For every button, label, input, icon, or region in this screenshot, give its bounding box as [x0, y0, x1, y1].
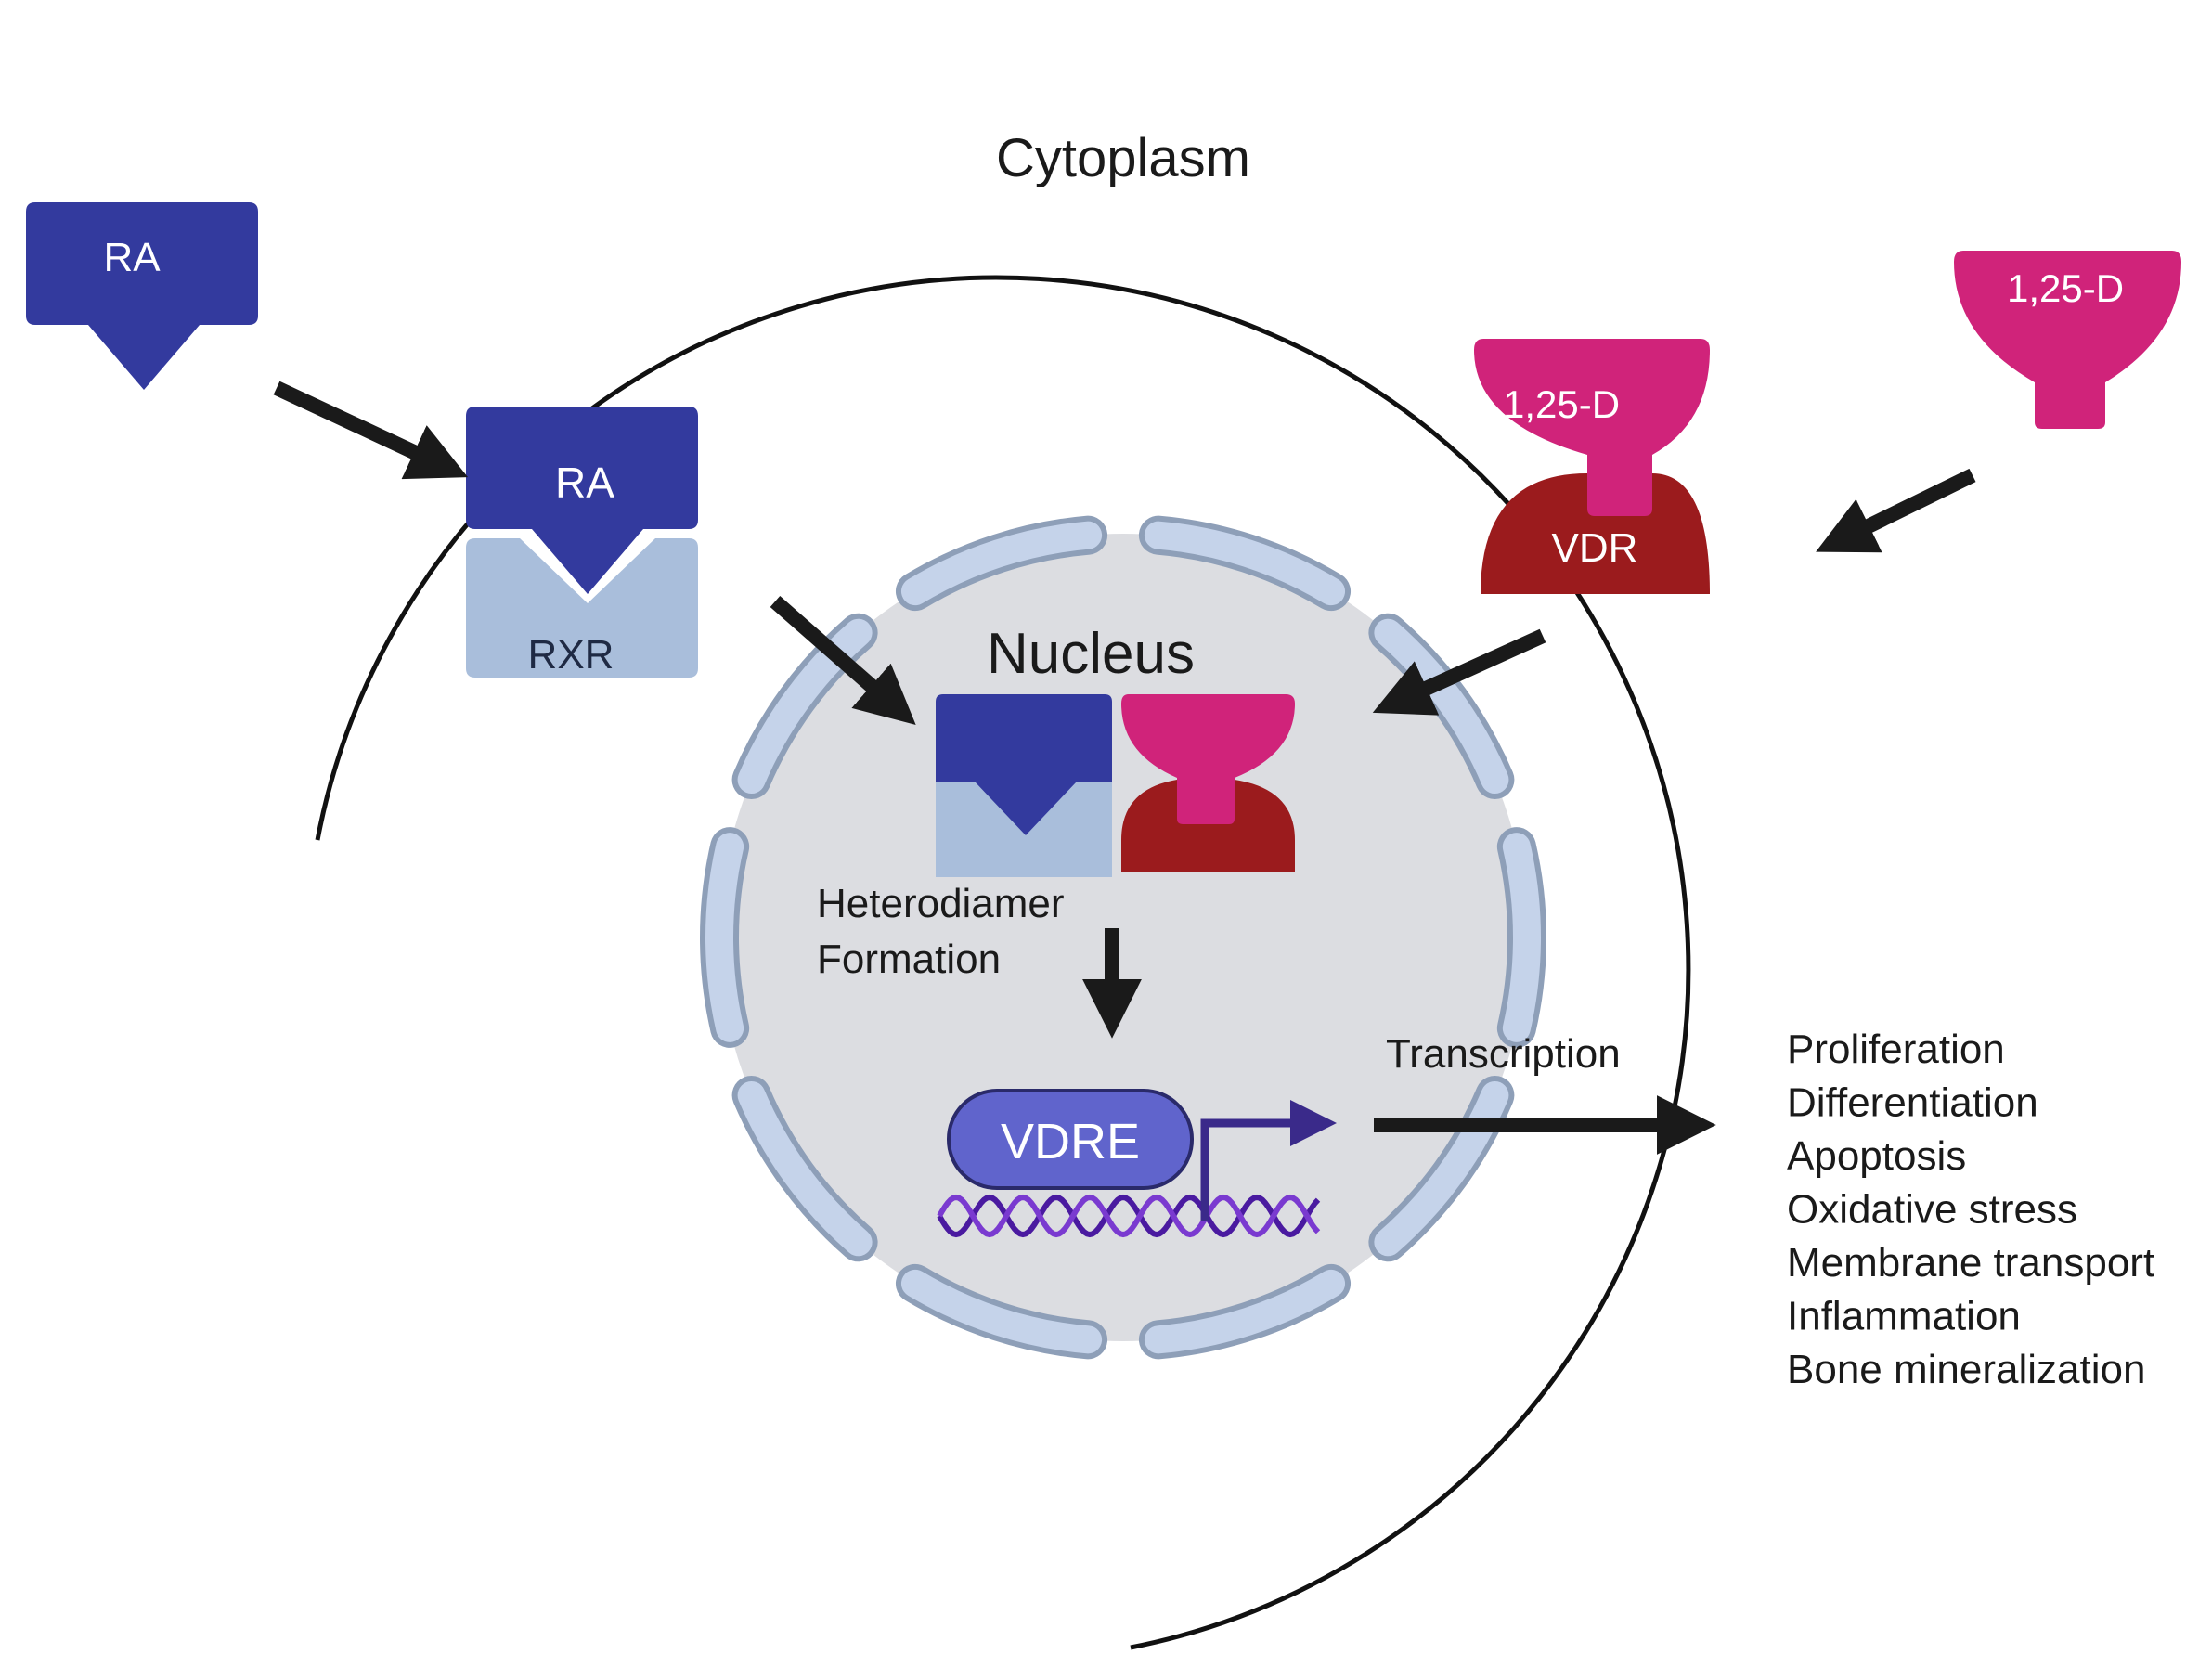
effect-item: Proliferation: [1787, 1027, 2005, 1072]
arrow-ra-to-membrane: [273, 381, 469, 480]
effect-item: Differentiation: [1787, 1080, 2038, 1126]
heterodimer-d: [1121, 694, 1295, 824]
envelope-segment: [1374, 618, 1509, 795]
rxr-label: RXR: [528, 632, 614, 678]
effect-item: Membrane transport: [1787, 1240, 2154, 1286]
d-vdr-complex: 1,25-D VDR: [1474, 339, 1710, 594]
ra-ligand-outside: RA: [26, 202, 258, 390]
arrow-d-to-cell: [1816, 468, 1976, 553]
envelope-segment: [1144, 521, 1346, 606]
envelope-segment: [737, 618, 873, 795]
d-outside-label: 1,25-D: [2007, 266, 2124, 310]
arrows: [273, 381, 1976, 1155]
arrow-ra-rxr-to-nucleus: [770, 595, 916, 725]
vdre-element: VDRE: [947, 1089, 1194, 1190]
rxr-vdr-heterodimer: [936, 694, 1295, 877]
heterodimer-label-line2: Formation: [817, 937, 1001, 982]
vdre-label: VDRE: [1001, 1114, 1140, 1170]
vdr-receptor: [1481, 473, 1710, 594]
effect-item: Apoptosis: [1787, 1133, 1966, 1179]
vitamin-d-ligand-outside: 1,25-D: [1954, 251, 2181, 429]
heterodimer-vdr: [1121, 780, 1295, 872]
cytoplasm-label: Cytoplasm: [996, 128, 1250, 188]
rxr-receptor: [466, 538, 698, 678]
heterodimer-rxr: [936, 770, 1112, 877]
envelope-segment: [737, 1080, 873, 1257]
envelope-segment: [900, 521, 1103, 606]
envelope-segment: [1144, 1269, 1346, 1354]
ra-rxr-complex: RA RXR: [466, 407, 698, 678]
ra-outside-label: RA: [103, 235, 161, 280]
ra-bound-ligand: [466, 407, 698, 594]
dna-helix: [937, 1194, 1321, 1238]
heterodimer-label-line1: Heterodiamer: [817, 881, 1065, 926]
heterodimer-ra: [936, 694, 1112, 835]
envelope-segment: [705, 833, 744, 1042]
d-complex-label: 1,25-D: [1503, 382, 1620, 426]
nucleus: [719, 534, 1527, 1341]
nucleus-label: Nucleus: [987, 622, 1195, 686]
effect-item: Oxidative stress: [1787, 1187, 2077, 1233]
vdr-label: VDR: [1552, 525, 1638, 571]
d-bound-ligand: [1474, 339, 1710, 516]
envelope-segment: [900, 1269, 1103, 1354]
envelope-segment: [1374, 1080, 1509, 1257]
envelope-segment: [1502, 833, 1541, 1042]
effects-list: ProliferationDifferentiationApoptosisOxi…: [1787, 1027, 2154, 1392]
ra-complex-label: RA: [555, 459, 614, 507]
effect-item: Inflammation: [1787, 1294, 2021, 1339]
transcription-label: Transcription: [1386, 1031, 1621, 1077]
effect-item: Bone mineralization: [1787, 1347, 2145, 1392]
nuclear-envelope: [700, 515, 1546, 1360]
transcription-start-arrow: [1200, 1100, 1337, 1221]
arrow-d-vdr-to-nucleus: [1372, 628, 1546, 716]
